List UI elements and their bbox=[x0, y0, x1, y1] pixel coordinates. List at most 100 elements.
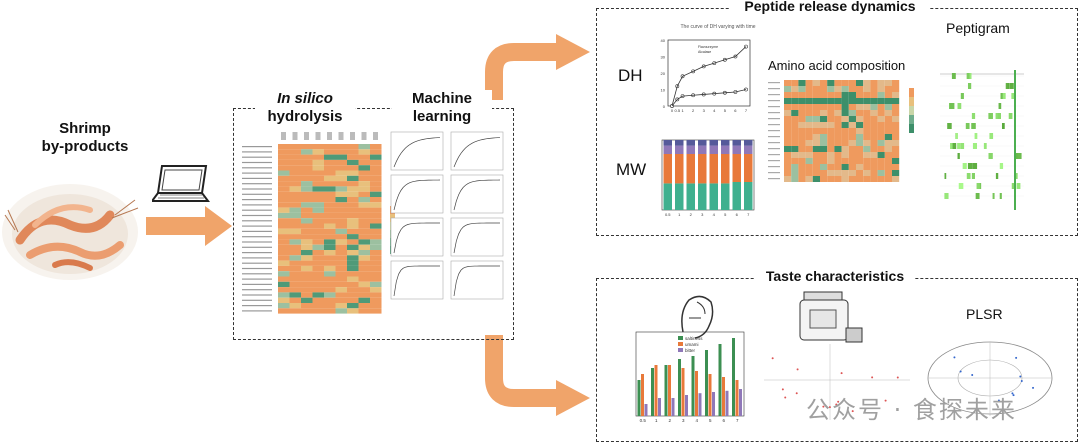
heatmap-cell bbox=[278, 212, 290, 219]
taste-xtick: 4 bbox=[695, 418, 698, 423]
aa-row-label bbox=[768, 172, 780, 174]
heatmap-cell bbox=[370, 154, 382, 160]
heatmap-cell bbox=[289, 170, 301, 176]
taste-bar bbox=[658, 398, 661, 416]
pepti-mark bbox=[962, 163, 967, 169]
heatmap-cell bbox=[324, 260, 336, 266]
heatmap-cell bbox=[324, 271, 336, 277]
aa-cell bbox=[827, 122, 835, 128]
aa-cell bbox=[884, 164, 892, 170]
shrimp-drawing bbox=[2, 184, 139, 280]
heatmap-cell bbox=[278, 292, 290, 298]
mw-bar-segment bbox=[698, 140, 707, 146]
aa-cell bbox=[892, 128, 900, 134]
heatmap-cell bbox=[278, 308, 290, 314]
laptop-icon bbox=[152, 163, 214, 209]
heatmap-cell bbox=[324, 292, 336, 298]
taste-bar bbox=[668, 365, 671, 416]
aa-cell bbox=[848, 116, 856, 122]
mw-bar-segment bbox=[675, 183, 684, 210]
heatmap-cell bbox=[347, 149, 359, 155]
heatmap-row-label bbox=[242, 236, 272, 238]
heatmap-row-label bbox=[242, 310, 272, 312]
heatmap-cell bbox=[301, 159, 313, 166]
aa-cell bbox=[884, 140, 892, 146]
aa-cell bbox=[812, 122, 820, 128]
heatmap-cell bbox=[370, 281, 382, 288]
aa-legend-swatch bbox=[909, 124, 914, 133]
heatmap-cell bbox=[347, 154, 359, 160]
ml-subplot bbox=[450, 174, 504, 214]
aa-cell bbox=[848, 128, 856, 134]
mw-label: MW bbox=[616, 160, 647, 179]
aa-cell bbox=[884, 86, 892, 92]
aa-cell bbox=[841, 98, 849, 104]
aa-cell bbox=[863, 122, 871, 128]
heatmap-cell bbox=[324, 181, 336, 187]
aa-cell bbox=[791, 86, 799, 92]
mw-bar-segment bbox=[698, 183, 707, 210]
heatmap-cell bbox=[312, 186, 324, 192]
heatmap-cell bbox=[370, 287, 382, 293]
heatmap-cell bbox=[358, 144, 370, 150]
aa-cell bbox=[870, 158, 878, 164]
dh-ytick: 20 bbox=[661, 71, 666, 76]
aa-cell bbox=[884, 80, 892, 86]
taste-bar bbox=[739, 389, 742, 416]
heatmap-cell bbox=[358, 276, 370, 282]
heatmap-cell bbox=[312, 228, 324, 235]
aa-cell bbox=[877, 146, 885, 152]
aa-cell bbox=[877, 164, 885, 170]
aa-cell bbox=[798, 140, 806, 146]
dh-ytick: 0 bbox=[663, 104, 666, 109]
heatmap-cell bbox=[370, 255, 382, 261]
taste-xtick: 5 bbox=[709, 418, 712, 423]
mw-bar-segment bbox=[698, 154, 707, 184]
pepti-mark bbox=[944, 173, 947, 179]
pepti-mark bbox=[1011, 183, 1016, 189]
heatmap-row-label bbox=[242, 225, 272, 227]
aa-cell bbox=[791, 98, 799, 104]
aa-cell bbox=[892, 140, 900, 146]
aa-cell bbox=[820, 158, 828, 164]
aa-cell bbox=[827, 128, 835, 134]
heatmap-cell bbox=[289, 271, 301, 277]
ml-subplot bbox=[450, 131, 504, 171]
heatmap-cell bbox=[347, 281, 359, 288]
pepti-mark bbox=[1016, 183, 1021, 189]
aa-cell bbox=[892, 176, 900, 182]
heatmap-cell bbox=[347, 197, 359, 203]
pepti-mark bbox=[965, 123, 970, 129]
heatmap-cell bbox=[358, 265, 370, 272]
heatmap-cell bbox=[312, 250, 324, 256]
instrument-icon bbox=[799, 291, 863, 343]
heatmap-cell bbox=[312, 218, 324, 224]
aa-cell bbox=[820, 128, 828, 134]
heatmap-cell bbox=[358, 297, 370, 303]
aa-cell bbox=[848, 110, 856, 116]
mw-bar-segment bbox=[744, 154, 753, 182]
aa-cell bbox=[841, 86, 849, 92]
heatmap-cell bbox=[312, 265, 324, 272]
aa-cell bbox=[820, 176, 828, 182]
aa-cell bbox=[820, 164, 828, 170]
heatmap-cell bbox=[278, 287, 290, 293]
heatmap-cell bbox=[289, 255, 301, 261]
heatmap-cell bbox=[370, 228, 382, 235]
aa-cell bbox=[892, 152, 900, 158]
aa-cell bbox=[827, 170, 835, 176]
pepti-mark bbox=[976, 183, 980, 189]
aa-cell bbox=[784, 158, 792, 164]
ml-subplot bbox=[390, 217, 444, 257]
aa-row-label bbox=[768, 178, 780, 180]
heatmap-cell bbox=[301, 292, 313, 298]
aa-cell bbox=[834, 110, 842, 116]
heatmap-cell bbox=[370, 197, 382, 203]
pepti-mark bbox=[1014, 173, 1018, 179]
aa-cell bbox=[841, 170, 849, 176]
heatmap-cell bbox=[335, 234, 347, 240]
peptigram-label: Peptigram bbox=[946, 20, 1010, 36]
aa-row-label bbox=[768, 130, 780, 132]
insilico-rest: hydrolysis bbox=[267, 108, 343, 125]
aa-cell bbox=[870, 104, 878, 110]
